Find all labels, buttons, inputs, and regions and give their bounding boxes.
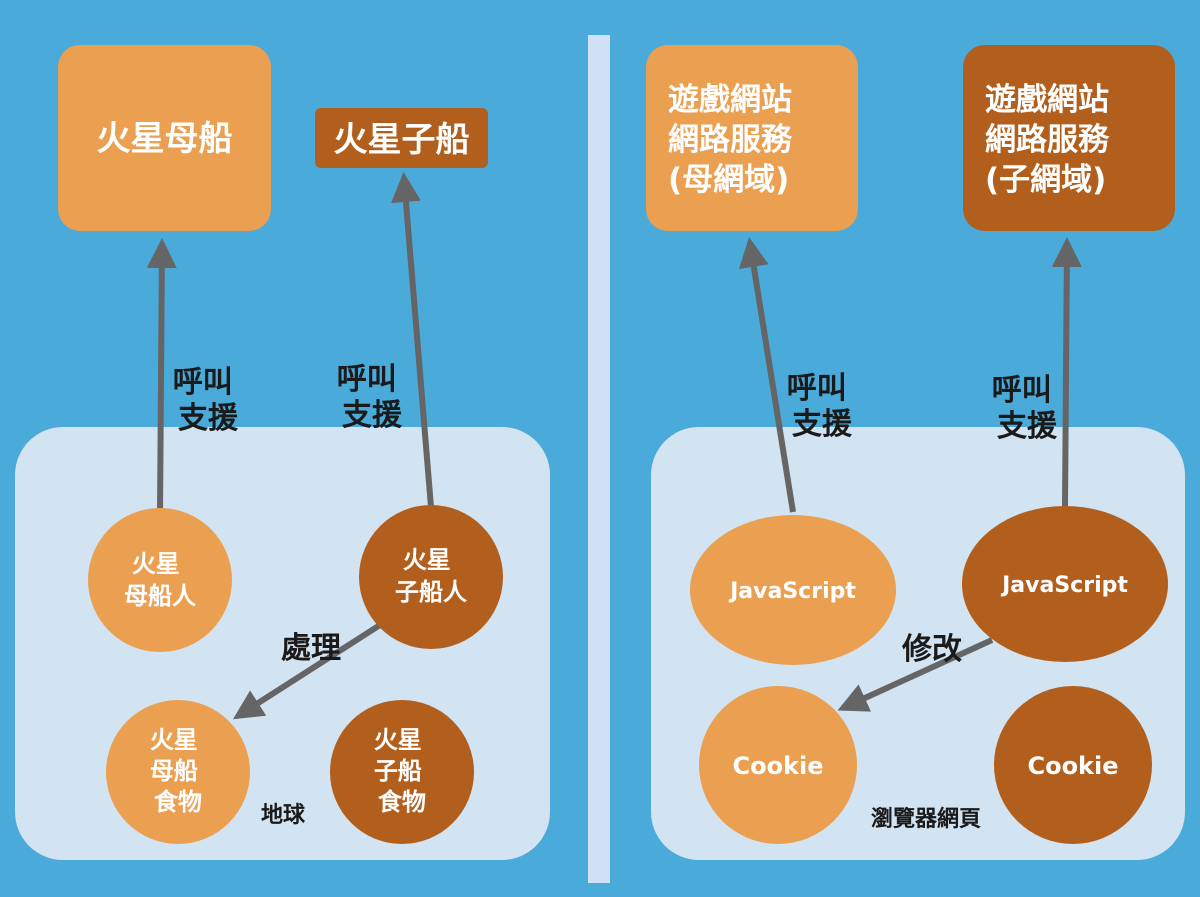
js-parent-node (690, 515, 896, 665)
child-food-line-1: 火星 (374, 726, 422, 754)
childship-box (315, 108, 488, 168)
mother-person-line-2: 母船人 (124, 582, 196, 610)
left-call-label-2: 呼叫 支援 (337, 362, 407, 433)
parent-service-box (646, 45, 858, 231)
left-call-label-2-line-1: 呼叫 (337, 362, 397, 397)
parent-service-label: 遊戲網站 網路服務 (母網域) (668, 82, 803, 198)
cookie-parent-label: Cookie (732, 752, 823, 780)
right-call-label-1: 呼叫 支援 (787, 371, 857, 442)
arrow-child-call (391, 172, 434, 508)
earth-label: 地球 (261, 803, 306, 828)
child-food-label: 火星 子船 食物 (374, 726, 430, 816)
browser-label: 瀏覽器網頁 (871, 806, 981, 832)
cookie-child-node (994, 686, 1152, 844)
parent-service-line-1: 遊戲網站 (668, 82, 792, 118)
mothership-box (58, 45, 271, 231)
modify-label: 修改 (901, 632, 962, 667)
right-call-label-2-line-2: 支援 (997, 409, 1058, 444)
left-call-label-1-line-1: 呼叫 (173, 365, 233, 400)
left-call-label-1-line-2: 支援 (178, 401, 239, 436)
mother-person-line-1: 火星 (132, 550, 180, 578)
js-child-label: JavaScript (1000, 573, 1128, 598)
childship-label: 火星子船 (334, 120, 470, 160)
parent-service-line-2: 網路服務 (668, 122, 793, 158)
cookie-parent-node (699, 686, 857, 844)
arrow-mother-call (146, 238, 177, 514)
process-label: 處理 (281, 631, 341, 666)
right-call-label-2: 呼叫 支援 (992, 373, 1062, 444)
child-service-line-2: 網路服務 (985, 122, 1110, 158)
mother-food-node (106, 700, 250, 844)
child-person-line-2: 子船人 (395, 578, 467, 606)
arrow-js-parent-call (738, 237, 796, 513)
mothership-label: 火星母船 (97, 119, 233, 159)
child-service-label: 遊戲網站 網路服務 (子網域) (985, 82, 1120, 198)
mother-person-node (88, 508, 232, 652)
child-service-box (963, 45, 1175, 231)
left-call-label-2-line-2: 支援 (342, 398, 403, 433)
cookie-child-label: Cookie (1027, 752, 1118, 780)
js-child-node (962, 506, 1168, 662)
child-person-line-1: 火星 (403, 546, 451, 574)
child-food-line-3: 食物 (378, 788, 426, 816)
child-food-line-2: 子船 (374, 757, 422, 785)
js-parent-label: JavaScript (728, 579, 856, 604)
parent-service-line-3: (母網域) (668, 162, 789, 198)
right-call-label-1-line-1: 呼叫 (787, 371, 847, 406)
mother-food-line-3: 食物 (154, 788, 202, 816)
mother-food-label: 火星 母船 食物 (150, 726, 206, 816)
child-person-node (359, 505, 503, 649)
child-person-label: 火星 子船人 (395, 546, 467, 606)
arrow-js-child-call (1051, 237, 1082, 508)
left-call-label-1: 呼叫 支援 (173, 365, 243, 436)
mother-food-line-2: 母船 (150, 757, 198, 785)
child-food-node (330, 700, 474, 844)
mother-food-line-1: 火星 (150, 726, 198, 754)
arrow-modify (837, 637, 994, 712)
right-call-label-2-line-1: 呼叫 (992, 373, 1052, 408)
mother-person-label: 火星 母船人 (124, 550, 196, 610)
child-service-line-3: (子網域) (985, 162, 1106, 198)
child-service-line-1: 遊戲網站 (985, 82, 1109, 118)
center-divider (588, 35, 610, 883)
right-call-label-1-line-2: 支援 (792, 407, 853, 442)
arrow-process (232, 622, 382, 720)
